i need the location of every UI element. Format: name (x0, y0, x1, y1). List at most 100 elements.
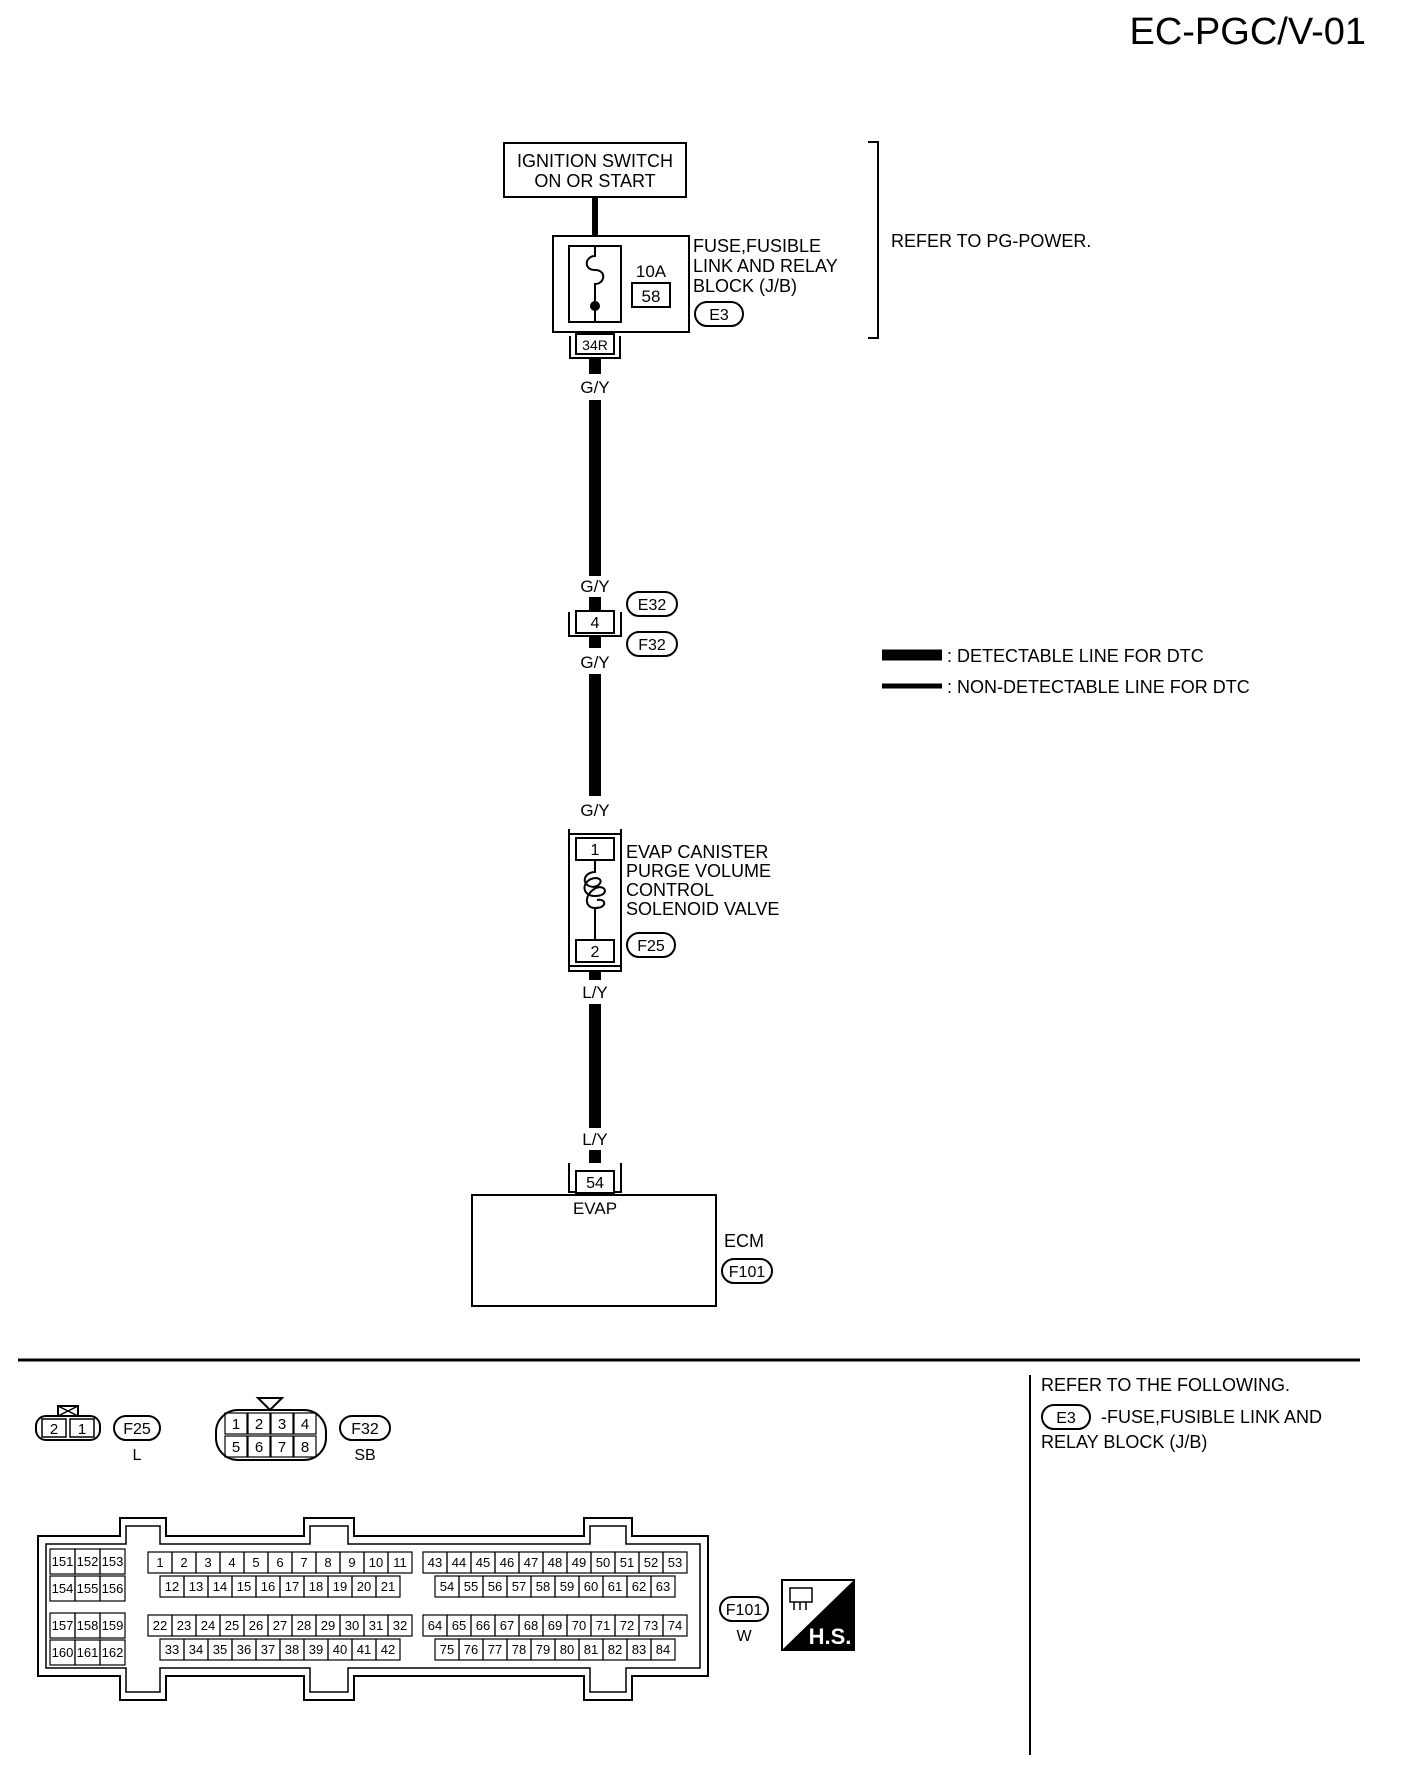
pin-cell (224, 1412, 248, 1435)
pin-label: 151 (52, 1554, 74, 1569)
pin-cell (293, 1435, 317, 1458)
evap-solenoid-valve: 1 2 EVAP CANISTER PURGE VOLUME CONTROL S… (568, 829, 779, 972)
pin-label: 7 (300, 1555, 307, 1570)
pin-label: 19 (333, 1579, 347, 1594)
joint-connector: 4 E32 F32 (568, 591, 678, 657)
solenoid-terminal-top: 1 (591, 842, 600, 859)
pin-label: 152 (77, 1554, 99, 1569)
pin-cell (293, 1412, 317, 1435)
pin-label: 10 (369, 1555, 383, 1570)
pin-label: 81 (584, 1642, 598, 1657)
pin-label: 35 (213, 1642, 227, 1657)
pin-label: 40 (333, 1642, 347, 1657)
fuse-label-3: BLOCK (J/B) (693, 276, 797, 296)
pin-label: 74 (668, 1618, 682, 1633)
pin-label: 62 (632, 1579, 646, 1594)
pin-label: 30 (345, 1618, 359, 1633)
pin-label: 4 (301, 1416, 309, 1433)
refer-following-title: REFER TO THE FOLLOWING. (1041, 1375, 1290, 1395)
pin-cell (662, 1614, 688, 1637)
pin-label: 156 (102, 1581, 124, 1596)
legend: : DETECTABLE LINE FOR DTC : NON-DETECTAB… (882, 646, 1250, 697)
pin-cell (99, 1575, 126, 1602)
pin-label: 14 (213, 1579, 227, 1594)
pin-label: 27 (273, 1618, 287, 1633)
pin-label: 41 (357, 1642, 371, 1657)
pin-label: 57 (512, 1579, 526, 1594)
pin-label: 80 (560, 1642, 574, 1657)
ecm-connector: F101 (729, 1264, 766, 1281)
pin-label: 78 (512, 1642, 526, 1657)
pin-label: 84 (656, 1642, 670, 1657)
pin-cell (650, 1575, 676, 1598)
pin-label: 6 (255, 1439, 263, 1456)
f25-id: F25 (123, 1421, 151, 1438)
pin-label: 22 (153, 1618, 167, 1633)
solenoid-label-1: EVAP CANISTER (626, 842, 768, 862)
hs-badge-text: H.S. (809, 1624, 852, 1649)
pin-label: 5 (232, 1439, 240, 1456)
pin-label: 73 (644, 1618, 658, 1633)
wire-color-6: L/Y (582, 1130, 608, 1149)
pin-label: 67 (500, 1618, 514, 1633)
pin-cell (247, 1412, 271, 1435)
pin-label: 72 (620, 1618, 634, 1633)
refer-following-connector: E3 (1056, 1410, 1076, 1427)
pin-label: 71 (596, 1618, 610, 1633)
pin-label: 58 (536, 1579, 550, 1594)
pin-label: 12 (165, 1579, 179, 1594)
joint-lower-connector: F32 (638, 637, 666, 654)
solenoid-connector: F25 (637, 938, 665, 955)
ecm-terminal: 54 (586, 1175, 604, 1192)
pin-label: 83 (632, 1642, 646, 1657)
pin-label: 4 (228, 1555, 235, 1570)
pin-label: 54 (440, 1579, 454, 1594)
fuse-rating: 10A (636, 262, 667, 281)
refer-following: REFER TO THE FOLLOWING. E3 -FUSE,FUSIBLE… (1041, 1375, 1322, 1452)
pin-label: 49 (572, 1555, 586, 1570)
pin-label: 160 (52, 1645, 74, 1660)
connector-f25-face: 2 1 F25 L (35, 1405, 161, 1464)
pin-label: 55 (464, 1579, 478, 1594)
pin-label: 18 (309, 1579, 323, 1594)
pin-label: 8 (324, 1555, 331, 1570)
pin-label: 66 (476, 1618, 490, 1633)
f32-color: SB (354, 1447, 375, 1464)
pin-label: 24 (201, 1618, 215, 1633)
solenoid-terminal-bottom: 2 (591, 944, 600, 961)
pin-label: 13 (189, 1579, 203, 1594)
pin-label: 21 (381, 1579, 395, 1594)
f25-pin-1: 1 (78, 1421, 86, 1438)
pin-cell (375, 1638, 401, 1661)
pin-label: 48 (548, 1555, 562, 1570)
pin-label: 5 (252, 1555, 259, 1570)
f101-color: W (736, 1628, 752, 1645)
ignition-line1: IGNITION SWITCH (517, 151, 673, 171)
pin-cell (387, 1551, 413, 1574)
pin-label: 2 (255, 1416, 263, 1433)
refer-following-line1: -FUSE,FUSIBLE LINK AND (1101, 1407, 1322, 1427)
pin-label: 29 (321, 1618, 335, 1633)
legend-non-detectable: : NON-DETECTABLE LINE FOR DTC (947, 677, 1250, 697)
wire-color-5: L/Y (582, 983, 608, 1002)
pin-label: 25 (225, 1618, 239, 1633)
pin-cell (99, 1639, 126, 1666)
solenoid-label-3: CONTROL (626, 880, 714, 900)
wire-color-2: G/Y (580, 577, 609, 596)
pin-label: 39 (309, 1642, 323, 1657)
pin-label: 50 (596, 1555, 610, 1570)
pin-label: 60 (584, 1579, 598, 1594)
fuse-terminal: 34R (582, 337, 608, 353)
pin-cell (247, 1435, 271, 1458)
pin-label: 31 (369, 1618, 383, 1633)
wire-color-3: G/Y (580, 653, 609, 672)
pin-label: 28 (297, 1618, 311, 1633)
pin-label: 23 (177, 1618, 191, 1633)
pin-label: 69 (548, 1618, 562, 1633)
pin-label: 33 (165, 1642, 179, 1657)
pin-label: 153 (102, 1554, 124, 1569)
pin-label: 77 (488, 1642, 502, 1657)
fuse-label-2: LINK AND RELAY (693, 256, 838, 276)
